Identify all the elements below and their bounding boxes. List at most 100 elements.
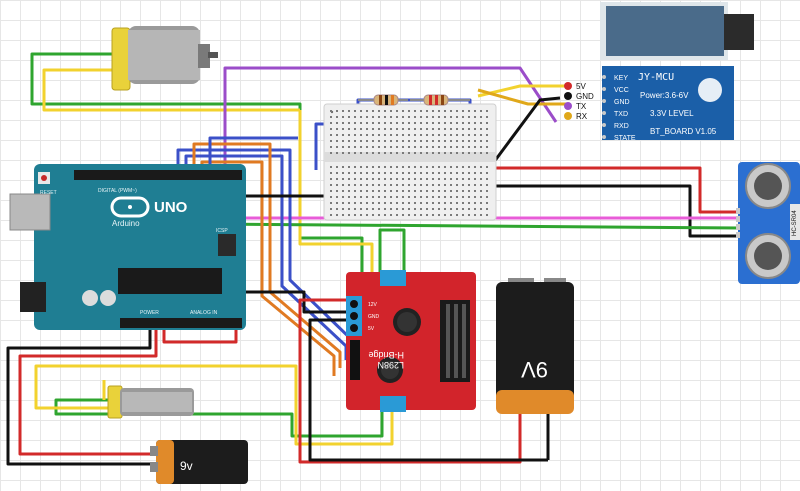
breadboard-hole [486, 214, 488, 216]
breadboard-hole [486, 166, 488, 168]
breadboard-hole [366, 152, 368, 154]
bt-pin-gnd: GND [614, 99, 630, 106]
breadboard-hole [486, 190, 488, 192]
breadboard-hole [450, 134, 452, 136]
breadboard-hole [480, 178, 482, 180]
breadboard-hole [402, 146, 404, 148]
breadboard-hole [408, 110, 410, 112]
breadboard-hole [360, 122, 362, 124]
breadboard-hole [474, 208, 476, 210]
breadboard-hole [396, 190, 398, 192]
breadboard-hole [378, 172, 380, 174]
breadboard-hole [366, 214, 368, 216]
atmega-chip [118, 268, 222, 294]
breadboard-hole [486, 178, 488, 180]
breadboard-hole [378, 134, 380, 136]
breadboard-hole [426, 128, 428, 130]
breadboard-hole [432, 202, 434, 204]
ultrasonic-sensor: HC-SR04 [736, 162, 800, 284]
breadboard-hole [450, 110, 452, 112]
breadboard-hole [462, 122, 464, 124]
wire-motor2-green [54, 398, 384, 438]
breadboard-hole [402, 166, 404, 168]
breadboard-hole [342, 172, 344, 174]
breadboard-hole [402, 140, 404, 142]
breadboard-hole [414, 184, 416, 186]
usb-port [9, 193, 51, 231]
breadboard-hole [450, 190, 452, 192]
wire-battery-large-pos [298, 298, 522, 464]
breadboard-hole [438, 152, 440, 154]
breadboard-hole [468, 110, 470, 112]
wire-motor1-green [30, 52, 364, 272]
breadboard-hole [384, 116, 386, 118]
breadboard-hole [378, 178, 380, 180]
breadboard-hole [378, 128, 380, 130]
breadboard-hole [366, 146, 368, 148]
breadboard-hole [474, 184, 476, 186]
breadboard-hole [432, 214, 434, 216]
breadboard-hole [420, 184, 422, 186]
breadboard-hole [372, 208, 374, 210]
resistor-2 [410, 94, 470, 106]
breadboard-hole [342, 122, 344, 124]
breadboard-hole [450, 116, 452, 118]
breadboard-hole [336, 116, 338, 118]
breadboard-hole [444, 140, 446, 142]
bt-pin-vcc: VCC [614, 87, 629, 94]
breadboard-hole [336, 134, 338, 136]
breadboard-hole [396, 134, 398, 136]
breadboard-hole [408, 134, 410, 136]
breadboard-hole [486, 110, 488, 112]
breadboard-hole [348, 166, 350, 168]
battery-9v-small: 9v [150, 440, 248, 484]
breadboard-hole [336, 146, 338, 148]
breadboard-hole [342, 152, 344, 154]
breadboard-hole [384, 110, 386, 112]
breadboard-hole [414, 152, 416, 154]
breadboard-hole [480, 208, 482, 210]
breadboard-hole [336, 202, 338, 204]
breadboard-hole [414, 214, 416, 216]
breadboard-hole [360, 134, 362, 136]
breadboard-hole [342, 178, 344, 180]
breadboard-hole [462, 152, 464, 154]
breadboard-hole [468, 152, 470, 154]
dc-motor-top [111, 26, 218, 91]
breadboard-hole [468, 214, 470, 216]
breadboard-hole [354, 140, 356, 142]
hbridge-terminal-5v: 5V [368, 326, 375, 332]
breadboard-hole [396, 184, 398, 186]
breadboard-hole [348, 110, 350, 112]
breadboard-hole [408, 196, 410, 198]
breadboard-hole [468, 178, 470, 180]
breadboard-hole [486, 128, 488, 130]
breadboard-hole [444, 178, 446, 180]
breadboard-hole [366, 128, 368, 130]
breadboard-hole [432, 184, 434, 186]
breadboard-hole [384, 152, 386, 154]
breadboard-hole [456, 152, 458, 154]
breadboard-hole [474, 146, 476, 148]
breadboard-hole [378, 140, 380, 142]
breadboard-hole [372, 128, 374, 130]
breadboard-hole [354, 178, 356, 180]
breadboard-hole [360, 202, 362, 204]
arduino-analog-label: ANALOG IN [190, 310, 218, 316]
breadboard-hole [462, 116, 464, 118]
breadboard-hole [396, 172, 398, 174]
breadboard-hole [462, 172, 464, 174]
digital-header [74, 170, 242, 180]
arduino-uno: UNO Arduino RESET DIGITAL (PWM~) POWER A… [9, 164, 246, 330]
breadboard-hole [432, 178, 434, 180]
breadboard-hole [408, 128, 410, 130]
breadboard-hole [384, 196, 386, 198]
breadboard-hole [414, 172, 416, 174]
breadboard-hole [432, 190, 434, 192]
breadboard-hole [414, 178, 416, 180]
breadboard-hole [480, 196, 482, 198]
breadboard-hole [468, 208, 470, 210]
breadboard-hole [408, 122, 410, 124]
breadboard-hole [462, 202, 464, 204]
